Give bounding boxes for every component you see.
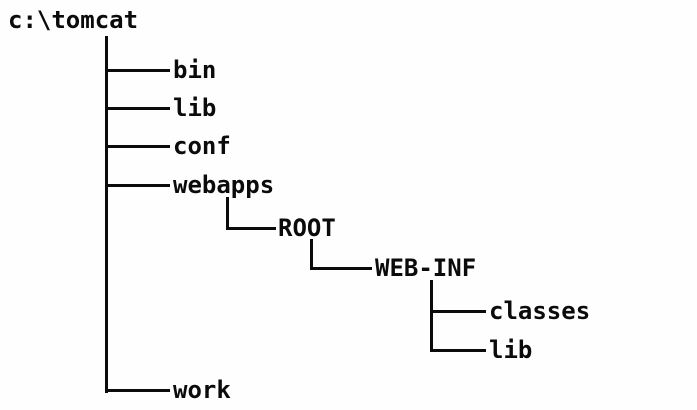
tree-node-root-dir: ROOT: [278, 214, 336, 242]
tree-node-work: work: [173, 376, 231, 404]
webapps-subtree-line: [226, 197, 229, 230]
tree-node-classes: classes: [489, 297, 591, 325]
tree-root-label: c:\tomcat: [8, 6, 139, 34]
branch-line-conf: [105, 145, 170, 148]
tree-node-conf: conf: [173, 132, 231, 160]
branch-line-bin: [105, 69, 170, 72]
branch-line-lib: [105, 107, 170, 110]
root-subtree-line: [310, 239, 313, 270]
branch-line-classes: [430, 310, 486, 313]
branch-line-root: [226, 227, 276, 230]
tree-node-bin: bin: [173, 56, 217, 84]
tree-node-web-inf-lib: lib: [489, 336, 533, 364]
tree-node-web-inf: WEB-INF: [375, 254, 477, 282]
branch-line-work: [105, 389, 170, 392]
branch-line-web-inf: [310, 267, 372, 270]
web-inf-subtree-line: [430, 280, 433, 352]
branch-line-webapps: [105, 184, 170, 187]
tree-node-webapps: webapps: [173, 171, 275, 199]
tree-trunk-line: [105, 36, 108, 393]
tree-node-lib: lib: [173, 94, 217, 122]
branch-line-web-inf-lib: [430, 349, 486, 352]
